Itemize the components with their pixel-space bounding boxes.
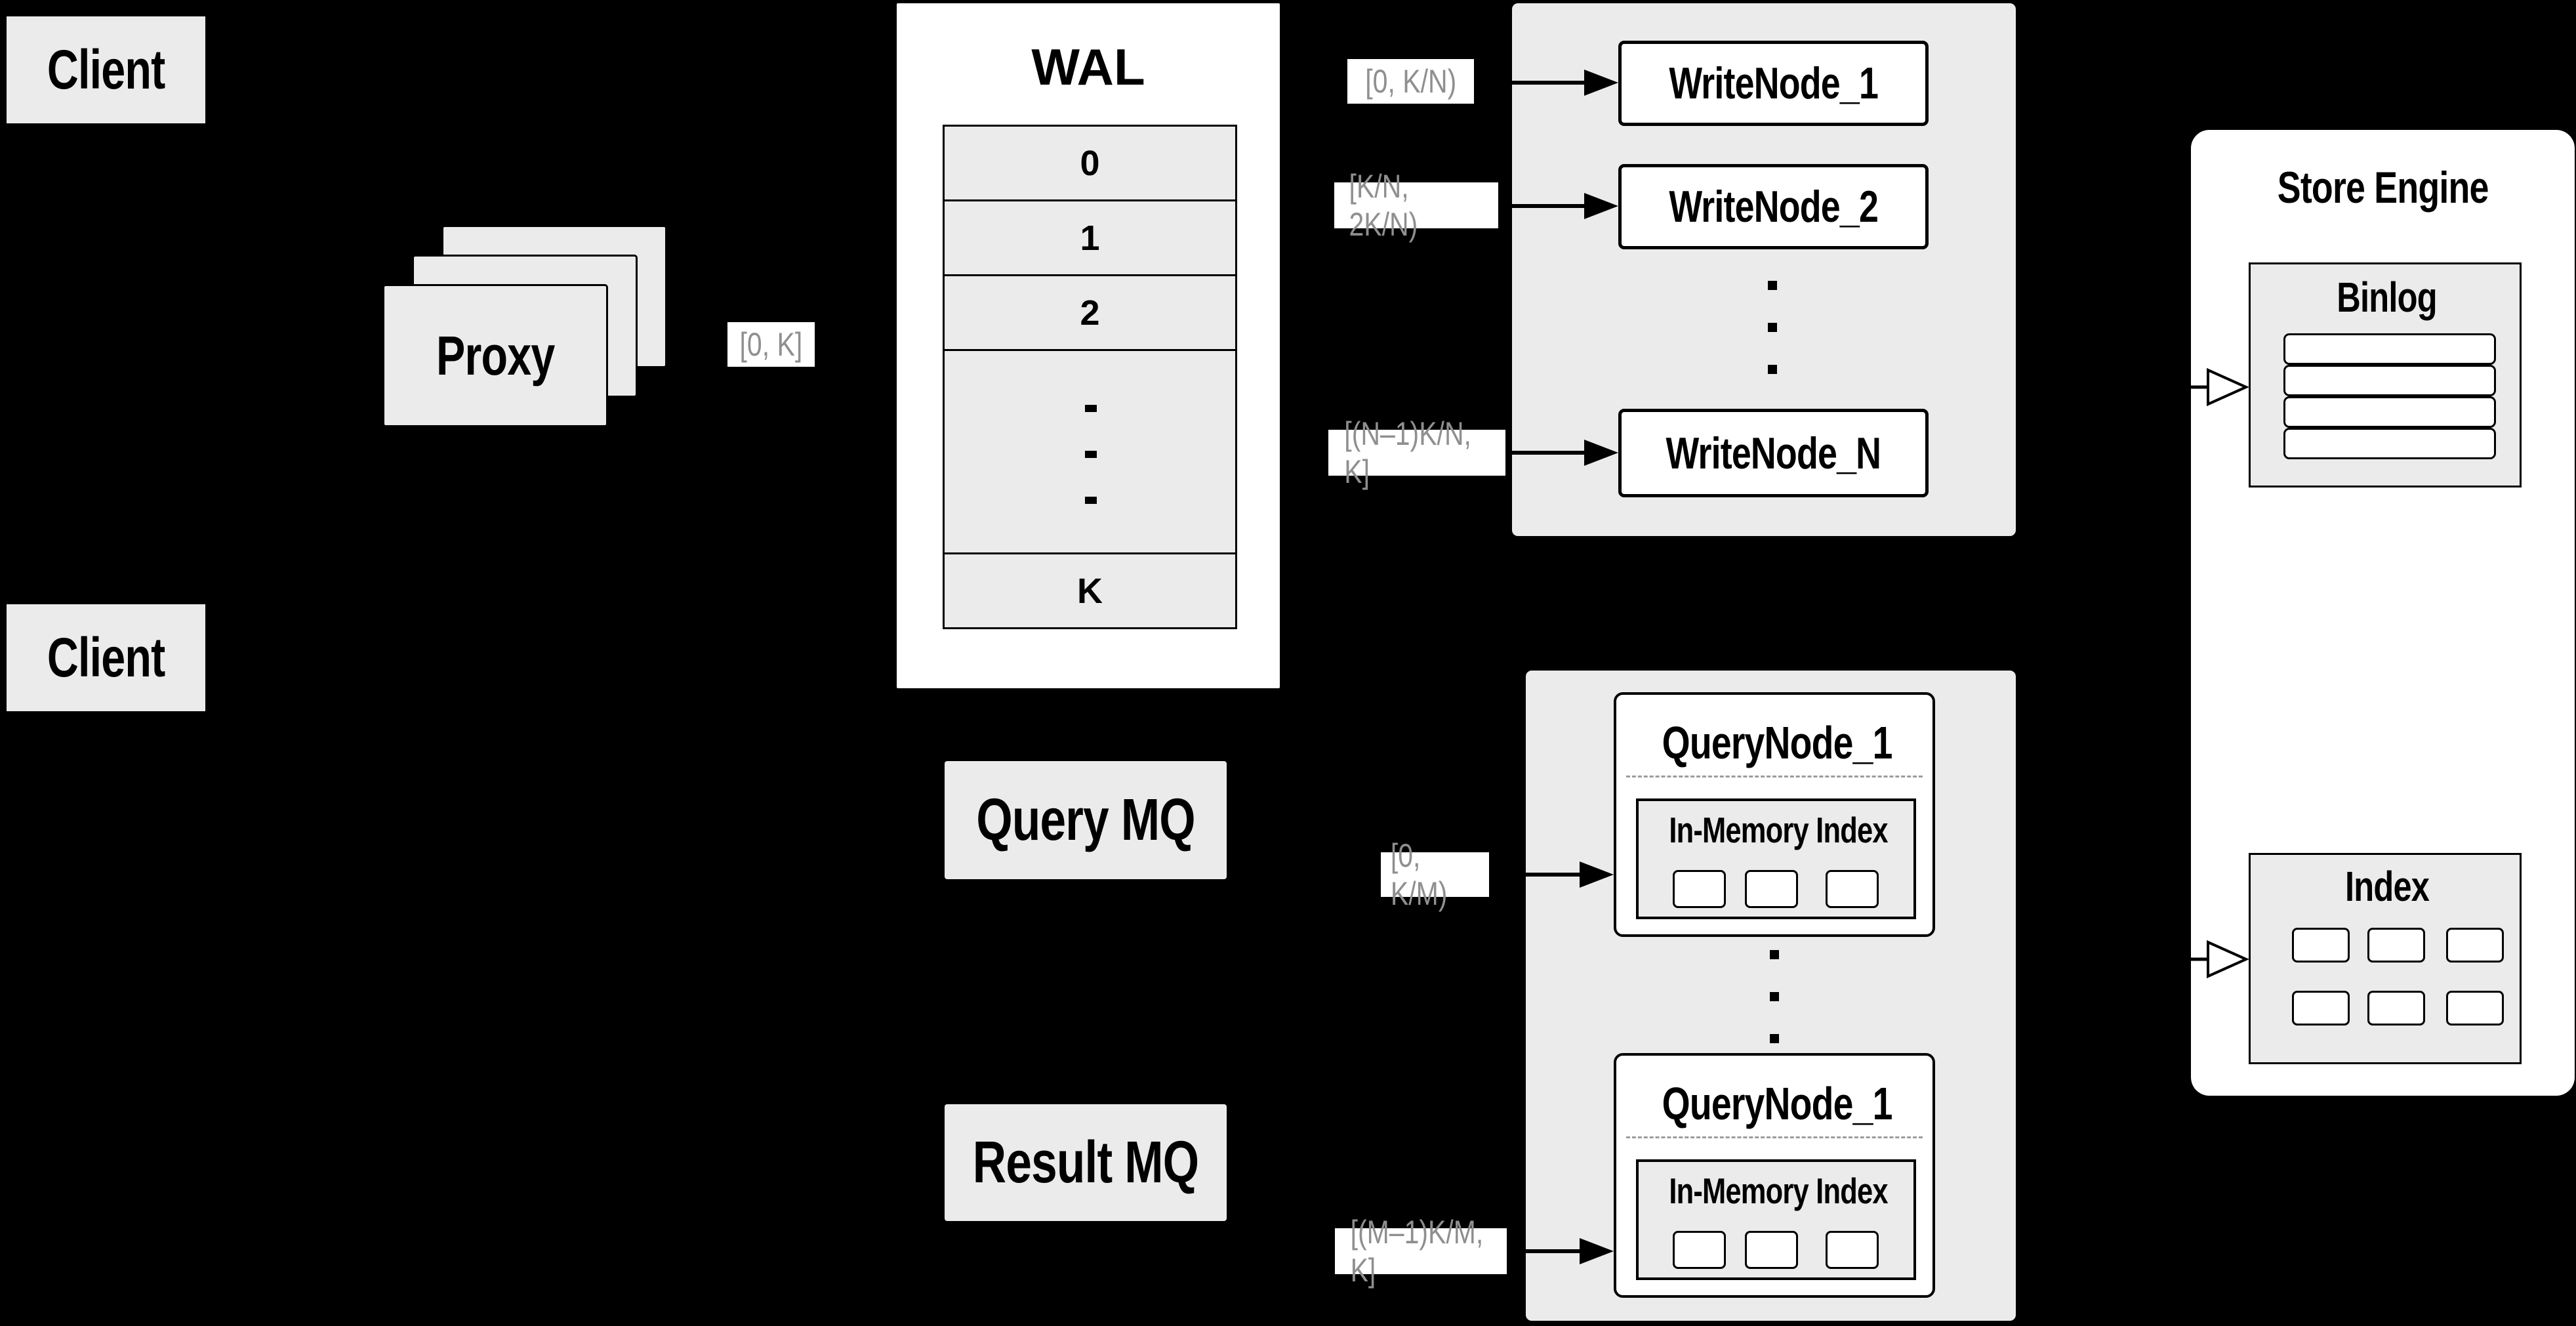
proxy-box: Proxy	[382, 284, 608, 427]
vertical-dots	[1770, 950, 1779, 959]
wal-table: 0 1 2 K	[943, 125, 1237, 629]
wal-row-k: K	[945, 554, 1235, 627]
index-cell	[2446, 928, 2504, 963]
client-bottom-label: Client	[47, 627, 165, 688]
dashed-separator	[1626, 776, 1923, 777]
query-mq-box: Query MQ	[945, 761, 1227, 879]
write-range-label-1: [0, K/N)	[1347, 59, 1474, 104]
client-box-bottom: Client	[7, 604, 205, 711]
index-cell	[2292, 928, 2350, 963]
memory-segment-cell	[1745, 1231, 1798, 1269]
wal-row-1: 1	[945, 201, 1235, 276]
memory-segment-cell	[1826, 1231, 1879, 1269]
index-cell	[2292, 991, 2350, 1026]
memory-segment-cell	[1673, 870, 1726, 908]
arrow-label2-to-writenode2	[1498, 193, 1618, 219]
binlog-segment	[2283, 333, 2496, 365]
querynode-m-box: QueryNode_1 In-Memory Index	[1614, 1053, 1935, 1298]
wal-row-0: 0	[945, 127, 1235, 201]
vertical-dots	[1768, 323, 1777, 332]
ellipsis-dot	[1085, 497, 1097, 504]
wal-title: WAL	[1031, 38, 1145, 96]
arrow-label-to-querynodem	[1507, 1238, 1614, 1264]
index-title: Index	[2344, 863, 2430, 910]
arrow-labeln-to-writenoden	[1505, 440, 1618, 466]
memory-segment-cell	[1673, 1231, 1726, 1269]
querynode-m-title: QueryNode_1	[1662, 1077, 1893, 1129]
arrow-label-to-querynode1	[1489, 861, 1614, 888]
vertical-dots	[1768, 281, 1777, 290]
querynode-1-box: QueryNode_1 In-Memory Index	[1614, 692, 1935, 937]
index-box: Index	[2249, 853, 2522, 1064]
binlog-segment	[2283, 428, 2496, 459]
in-memory-index-box: In-Memory Index	[1636, 798, 1916, 919]
arrow-open-to-binlog	[2158, 367, 2249, 407]
result-mq-box: Result MQ	[945, 1104, 1227, 1221]
write-range-label-2: [K/N, 2K/N)	[1334, 168, 1498, 243]
in-memory-index-box: In-Memory Index	[1636, 1159, 1916, 1280]
arrow-label1-to-writenode1	[1474, 70, 1618, 96]
index-cell	[2367, 991, 2425, 1026]
memory-segment-cell	[1745, 870, 1798, 908]
vertical-dots	[1768, 365, 1777, 374]
wal-row-ellipsis	[945, 351, 1235, 554]
in-memory-index-title: In-Memory Index	[1669, 1171, 1889, 1211]
writenode-2-box: WriteNode_2	[1618, 164, 1929, 249]
arrow-open-to-index	[2158, 940, 2249, 979]
binlog-box: Binlog	[2249, 262, 2522, 487]
memory-segment-cell	[1826, 870, 1879, 908]
dashed-separator	[1626, 1136, 1923, 1138]
store-engine-panel: Store Engine Binlog Index	[2191, 130, 2575, 1096]
wal-panel: WAL 0 1 2 K	[897, 3, 1280, 688]
writenode-1-box: WriteNode_1	[1618, 41, 1929, 126]
in-memory-index-title: In-Memory Index	[1669, 810, 1889, 850]
index-cell	[2367, 928, 2425, 963]
proxy-range-label: [0, K]	[727, 322, 815, 367]
binlog-title: Binlog	[2337, 274, 2438, 321]
write-range-label-n: [(N–1)K/N, K]	[1328, 415, 1505, 490]
vertical-dots	[1770, 992, 1779, 1001]
wal-row-2: 2	[945, 276, 1235, 351]
ellipsis-dot	[1085, 451, 1097, 458]
proxy-label: Proxy	[436, 324, 555, 386]
vertical-dots	[1770, 1034, 1779, 1043]
binlog-segment	[2283, 396, 2496, 428]
query-range-label-1: [0, K/M)	[1381, 837, 1489, 912]
querynode-1-title: QueryNode_1	[1662, 716, 1893, 768]
binlog-segment	[2283, 365, 2496, 396]
client-top-label: Client	[47, 39, 165, 100]
client-box-top: Client	[7, 16, 205, 123]
index-cell	[2446, 991, 2504, 1026]
query-range-label-m: [(M–1)K/M, K]	[1335, 1214, 1507, 1289]
ellipsis-dot	[1085, 405, 1097, 412]
writenode-n-box: WriteNode_N	[1618, 409, 1929, 497]
store-engine-title: Store Engine	[2277, 162, 2489, 213]
